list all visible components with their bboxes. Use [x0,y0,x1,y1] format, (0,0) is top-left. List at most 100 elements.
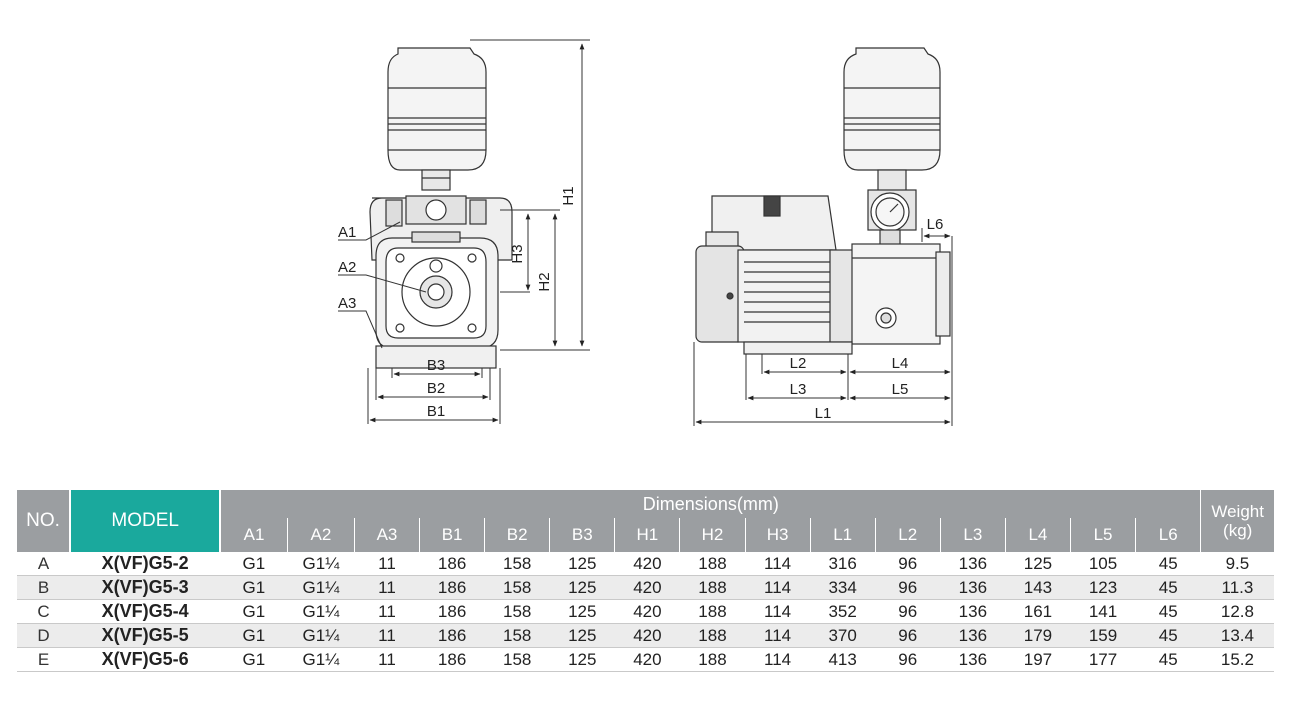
row-weight-cell: 13.4 [1200,623,1274,648]
label-a1: A1 [338,224,356,241]
row-value-cell: G1¼ [287,647,355,672]
row-value-cell: 188 [679,599,746,624]
row-value-cell: 334 [810,575,876,600]
row-value-cell: 96 [875,599,941,624]
row-no-cell: B [17,575,71,600]
pump-dimension-drawings: H1 H2 H3 A1 A2 A3 B1 B2 B3 [338,39,953,426]
row-model-cell: X(VF)G5-4 [70,599,221,624]
pump-stage-side [829,243,951,345]
label-b1: B1 [427,403,445,420]
row-no-cell: D [17,623,71,648]
row-no-cell: E [17,647,71,672]
label-b2: B2 [427,380,445,397]
row-value-cell: 158 [484,623,550,648]
row-value-cell: 352 [810,599,876,624]
row-value-cell: 186 [419,552,485,576]
row-value-cell: 136 [940,599,1006,624]
row-value-cell: 143 [1005,575,1071,600]
row-value-cell: G1¼ [287,599,355,624]
weight-header: Weight(kg) [1200,490,1274,552]
row-value-cell: 123 [1070,575,1136,600]
row-value-cell: 188 [679,575,746,600]
row-value-cell: 420 [614,623,680,648]
row-weight-cell: 12.8 [1200,599,1274,624]
row-value-cell: 420 [614,647,680,672]
column-header-l5: L5 [1069,518,1136,552]
row-value-cell: 96 [875,647,941,672]
pressure-gauge-side [867,189,917,253]
pressure-tank-front [387,47,487,191]
column-header-a1: A1 [219,518,288,552]
label-l5: L5 [892,381,909,398]
base-side [743,341,853,355]
row-value-cell: 45 [1135,599,1201,624]
row-value-cell: 105 [1070,552,1136,576]
row-value-cell: 370 [810,623,876,648]
label-l2: L2 [790,355,807,372]
front-dimension-lines [338,39,590,424]
motor-body-side [695,245,833,343]
column-header-b1: B1 [419,518,485,552]
label-h3: H3 [509,244,526,263]
row-value-cell: G1¼ [287,575,355,600]
row-model-cell: X(VF)G5-3 [70,575,221,600]
side-view-drawing [695,47,951,355]
row-value-cell: 11 [354,647,420,672]
row-value-cell: 125 [549,552,615,576]
row-value-cell: 177 [1070,647,1136,672]
row-value-cell: 125 [549,575,615,600]
row-value-cell: 188 [679,647,746,672]
row-model-cell: X(VF)G5-6 [70,647,221,672]
row-value-cell: 136 [940,647,1006,672]
row-value-cell: 413 [810,647,876,672]
base-feet-front [375,345,497,369]
control-box-side [705,195,837,253]
column-header-b3: B3 [549,518,615,552]
column-header-h2: H2 [679,518,746,552]
dimensions-header: Dimensions(mm) [220,490,1201,518]
row-value-cell: 11 [354,599,420,624]
row-value-cell: 188 [679,552,746,576]
row-value-cell: 114 [745,575,811,600]
label-b3: B3 [427,357,445,374]
model-header: MODEL [69,490,222,552]
row-value-cell: G1¼ [287,552,355,576]
pump-body-front [375,231,499,349]
column-header-b2: B2 [484,518,550,552]
column-header-l6: L6 [1135,518,1201,552]
weight-header-unit: (kg) [1223,521,1253,540]
side-dimension-labels: L1 L2 L3 L4 L5 L6 [790,216,944,422]
column-header-l2: L2 [874,518,941,552]
row-model-cell: X(VF)G5-5 [70,623,221,648]
row-value-cell: 158 [484,599,550,624]
row-value-cell: G1 [220,623,288,648]
row-value-cell: 96 [875,623,941,648]
row-value-cell: 125 [549,623,615,648]
header-row-top: NO. MODEL Dimensions(mm) Weight(kg) [17,490,1274,552]
row-value-cell: 11 [354,575,420,600]
row-value-cell: 45 [1135,552,1201,576]
row-value-cell: 45 [1135,575,1201,600]
row-value-cell: 11 [354,623,420,648]
row-weight-cell: 15.2 [1200,647,1274,672]
row-no-cell: C [17,599,71,624]
column-header-l4: L4 [1004,518,1071,552]
row-value-cell: 420 [614,575,680,600]
column-header-a2: A2 [286,518,355,552]
row-value-cell: 96 [875,575,941,600]
row-value-cell: 45 [1135,623,1201,648]
row-weight-cell: 9.5 [1200,552,1274,576]
row-value-cell: 161 [1005,599,1071,624]
row-weight-cell: 11.3 [1200,575,1274,600]
row-value-cell: G1¼ [287,623,355,648]
label-a3: A3 [338,295,356,312]
row-no-cell: A [17,552,71,576]
row-value-cell: 158 [484,552,550,576]
weight-header-label: Weight [1211,502,1264,521]
row-value-cell: 125 [1005,552,1071,576]
label-l6: L6 [927,216,944,233]
